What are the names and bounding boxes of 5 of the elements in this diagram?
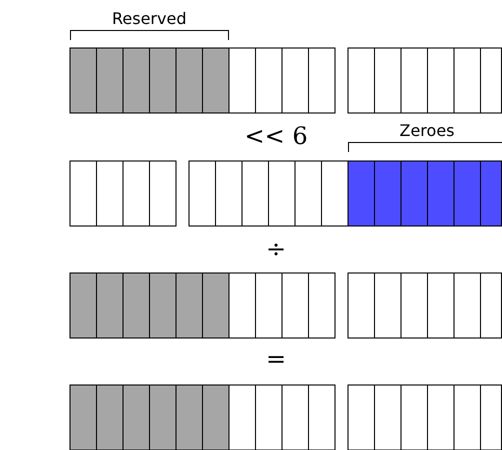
bracket-label: Reserved bbox=[112, 11, 186, 27]
division-operator: ÷ bbox=[266, 237, 286, 261]
equals-operator: = bbox=[266, 347, 286, 371]
bracket-label: Zeroes bbox=[400, 123, 454, 139]
shift-operator: << 6 bbox=[244, 124, 308, 148]
